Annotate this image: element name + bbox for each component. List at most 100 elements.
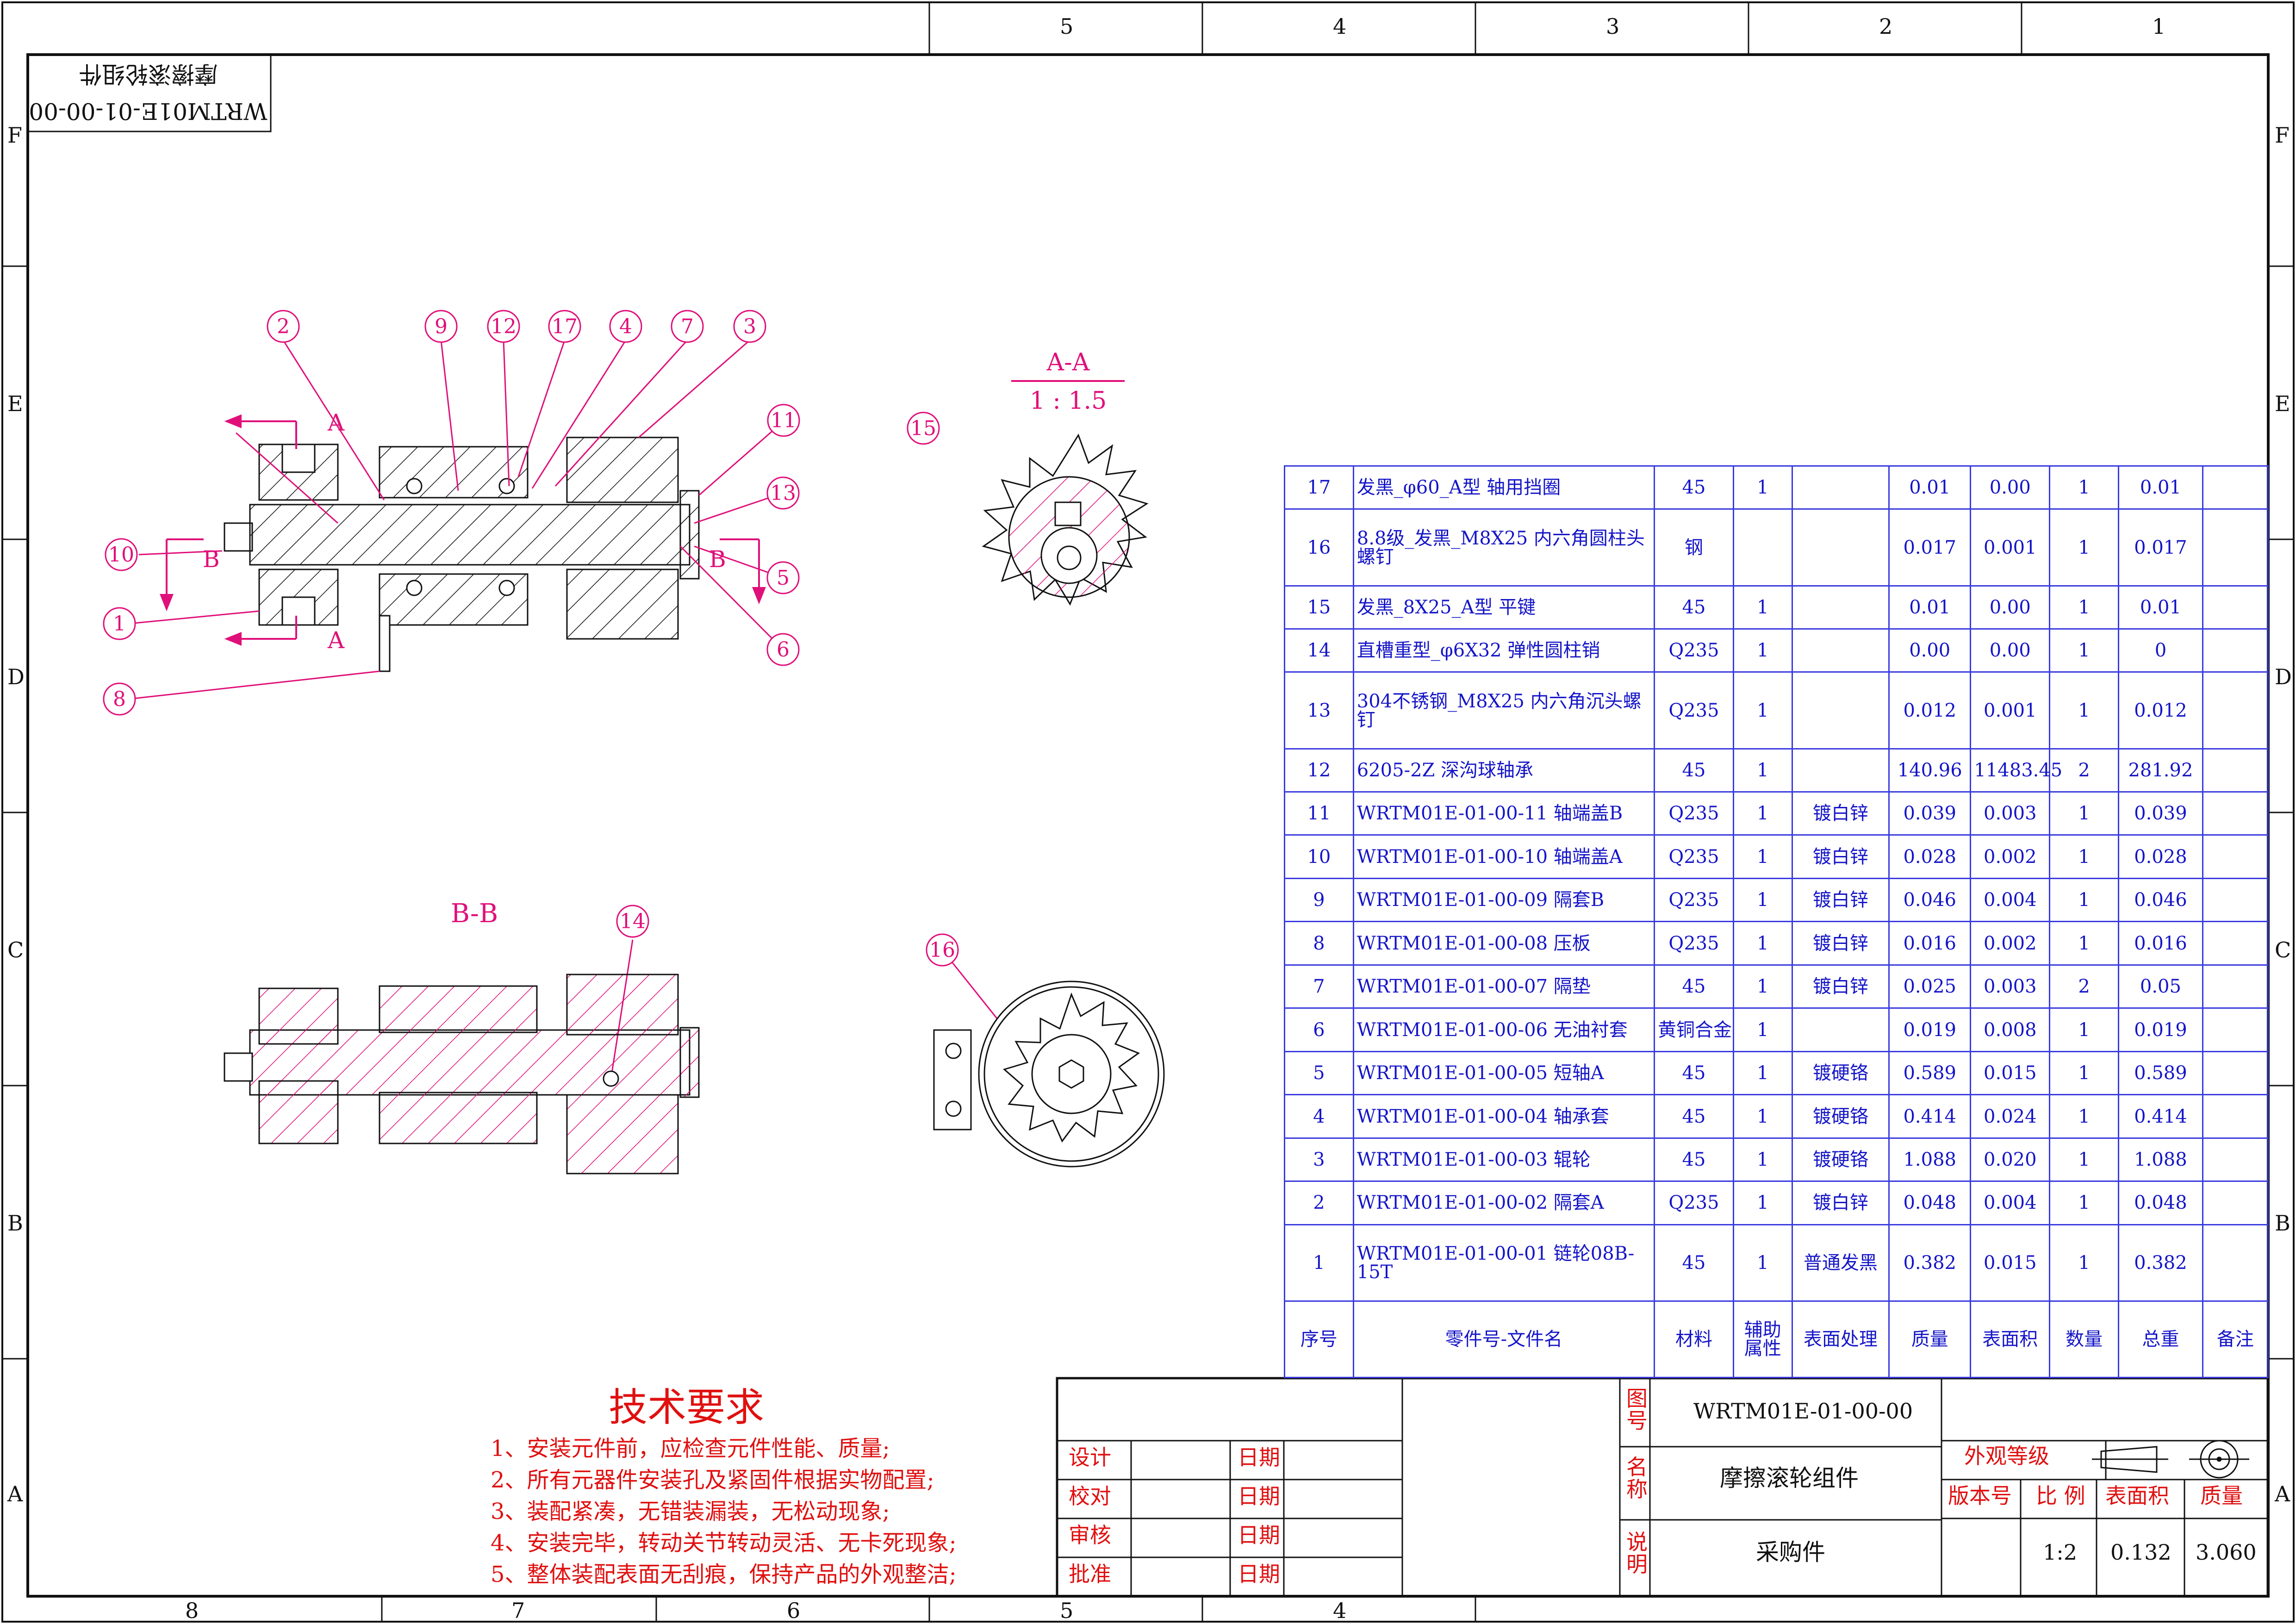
bom-cell-qty: 1 (2049, 1137, 2119, 1182)
bom-cell-mass: 0.017 (1888, 508, 1972, 587)
bom-cell-aux: 1 (1732, 465, 1793, 510)
bom-cell-area: 0.002 (1970, 921, 2051, 966)
bom-cell-mass: 0.589 (1888, 1050, 1972, 1096)
bom-cell-aux: 1 (1732, 1224, 1793, 1302)
balloon-2: 2 (277, 315, 290, 338)
balloon-1: 1 (113, 612, 126, 636)
review-label: 审核 (1069, 1523, 1111, 1548)
bom-cell-finish (1791, 1007, 1890, 1052)
bom-cell-total: 1.088 (2118, 1137, 2203, 1182)
bom-cell-name: WRTM01E-01-00-08 压板 (1352, 921, 1655, 966)
bom-cell-remark (2202, 1007, 2269, 1052)
bom-cell-no: 1 (1284, 1224, 1354, 1302)
bom-cell-name: 6205-2Z 深沟球轴承 (1352, 748, 1655, 793)
bom-cell-material: Q235 (1654, 834, 1734, 879)
section-bb-view (224, 974, 700, 1174)
bom-cell-total: 0.05 (2118, 964, 2203, 1009)
surface-symbol-icon (2092, 1440, 2249, 1479)
bom-cell-material: 45 (1654, 964, 1734, 1009)
bom-cell-no: 7 (1284, 964, 1354, 1009)
bom-cell-finish: 镀硬铬 (1791, 1137, 1890, 1182)
scale-label: 比 例 (2036, 1483, 2085, 1508)
bom-header-cell: 材料 (1654, 1300, 1734, 1379)
bom-cell-area: 0.001 (1970, 508, 2051, 587)
bom-cell-remark (2202, 834, 2269, 879)
bom-header-row: 序号 零件号-文件名 材料 辅助属性 表面处理 质量 表面积 数量 总重 备注 (1284, 1300, 2269, 1379)
bom-cell-remark (2202, 1094, 2269, 1139)
bom-cell-total: 0.012 (2118, 671, 2203, 750)
bom-cell-mass: 0.414 (1888, 1094, 1972, 1139)
cut-label-b-left: B (203, 546, 220, 573)
balloon-leaders (128, 339, 1042, 1079)
bom-header-cell: 数量 (2049, 1300, 2119, 1379)
bom-cell-remark (2202, 585, 2269, 630)
sprocket-side-view (933, 981, 1165, 1168)
bom-cell-total: 0.382 (2118, 1224, 2203, 1302)
zone-left-c: C (7, 937, 24, 962)
zone-left-e: E (7, 391, 23, 416)
bom-cell-area: 0.00 (1970, 628, 2051, 673)
bom-cell-area: 0.015 (1970, 1050, 2051, 1096)
bom-cell-total: 0.028 (2118, 834, 2203, 879)
bom-cell-area: 0.015 (1970, 1224, 2051, 1302)
title-block: 设计 校对 审核 批准 日期 日期 日期 日期 图号 名称 说明 WRTM01E… (1057, 1378, 2268, 1596)
zone-right-c: C (2275, 937, 2291, 962)
requirement-item: 1、安装元件前，应检查元件性能、质量; (491, 1436, 890, 1462)
bom-header-cell: 辅助属性 (1732, 1300, 1793, 1379)
zone-right-e: E (2275, 391, 2290, 416)
zone-right-f: F (2275, 123, 2290, 148)
bom-cell-qty: 1 (2049, 791, 2119, 836)
bom-cell-finish (1791, 465, 1890, 510)
approve-label: 批准 (1069, 1562, 1111, 1587)
bom-cell-finish: 镀硬铬 (1791, 1050, 1890, 1096)
balloon-6: 6 (777, 638, 790, 662)
balloon-4: 4 (619, 315, 632, 338)
bom-cell-qty: 1 (2049, 1224, 2119, 1302)
main-assembly-view (224, 437, 700, 672)
balloon-labels: 2 9 12 17 4 7 3 11 13 10 5 1 6 8 15 14 1… (108, 315, 955, 962)
bom-cell-finish: 普通发黑 (1791, 1224, 1890, 1302)
bom-cell-qty: 2 (2049, 748, 2119, 793)
bom-cell-remark (2202, 671, 2269, 750)
bom-cell-finish: 镀硬铬 (1791, 1094, 1890, 1139)
bom-cell-material: 45 (1654, 748, 1734, 793)
check-label: 校对 (1069, 1484, 1111, 1509)
bom-cell-aux: 1 (1732, 1050, 1793, 1096)
bom-cell-qty: 1 (2049, 1050, 2119, 1096)
bom-cell-total: 0.01 (2118, 585, 2203, 630)
zone-top-2: 2 (1879, 14, 1893, 39)
requirement-item: 3、装配紧凑，无错装漏装，无松动现象; (491, 1499, 890, 1524)
bom-cell-area: 0.00 (1970, 585, 2051, 630)
bom-cell-name: WRTM01E-01-00-02 隔套A (1352, 1181, 1655, 1225)
bom-cell-material: Q235 (1654, 628, 1734, 673)
bom-cell-mass: 0.019 (1888, 1007, 1972, 1052)
bom-cell-total: 0 (2118, 628, 2203, 673)
bom-cell-aux: 1 (1732, 585, 1793, 630)
balloon-11: 11 (771, 409, 796, 432)
bom-cell-remark (2202, 1050, 2269, 1096)
drawing-number: WRTM01E-01-00-00 (1693, 1399, 1913, 1424)
bom-cell-remark (2202, 628, 2269, 673)
bom-cell-remark (2202, 791, 2269, 836)
bom-cell-material: 45 (1654, 1224, 1734, 1302)
bom-cell-name: WRTM01E-01-00-11 轴端盖B (1352, 791, 1655, 836)
bom-cell-name: 8.8级_发黑_M8X25 内六角圆柱头螺钉 (1352, 508, 1655, 587)
bom-cell-aux: 1 (1732, 834, 1793, 879)
bom-cell-aux: 1 (1732, 791, 1793, 836)
bom-cell-material: 45 (1654, 465, 1734, 510)
bom-cell-no: 16 (1284, 508, 1354, 587)
balloon-7: 7 (681, 315, 694, 338)
bom-header-cell: 表面积 (1970, 1300, 2051, 1379)
bom-cell-material: 45 (1654, 1094, 1734, 1139)
bom-cell-total: 281.92 (2118, 748, 2203, 793)
bom-cell-area: 0.004 (1970, 1181, 2051, 1225)
drawing-note: 采购件 (1756, 1539, 1825, 1566)
